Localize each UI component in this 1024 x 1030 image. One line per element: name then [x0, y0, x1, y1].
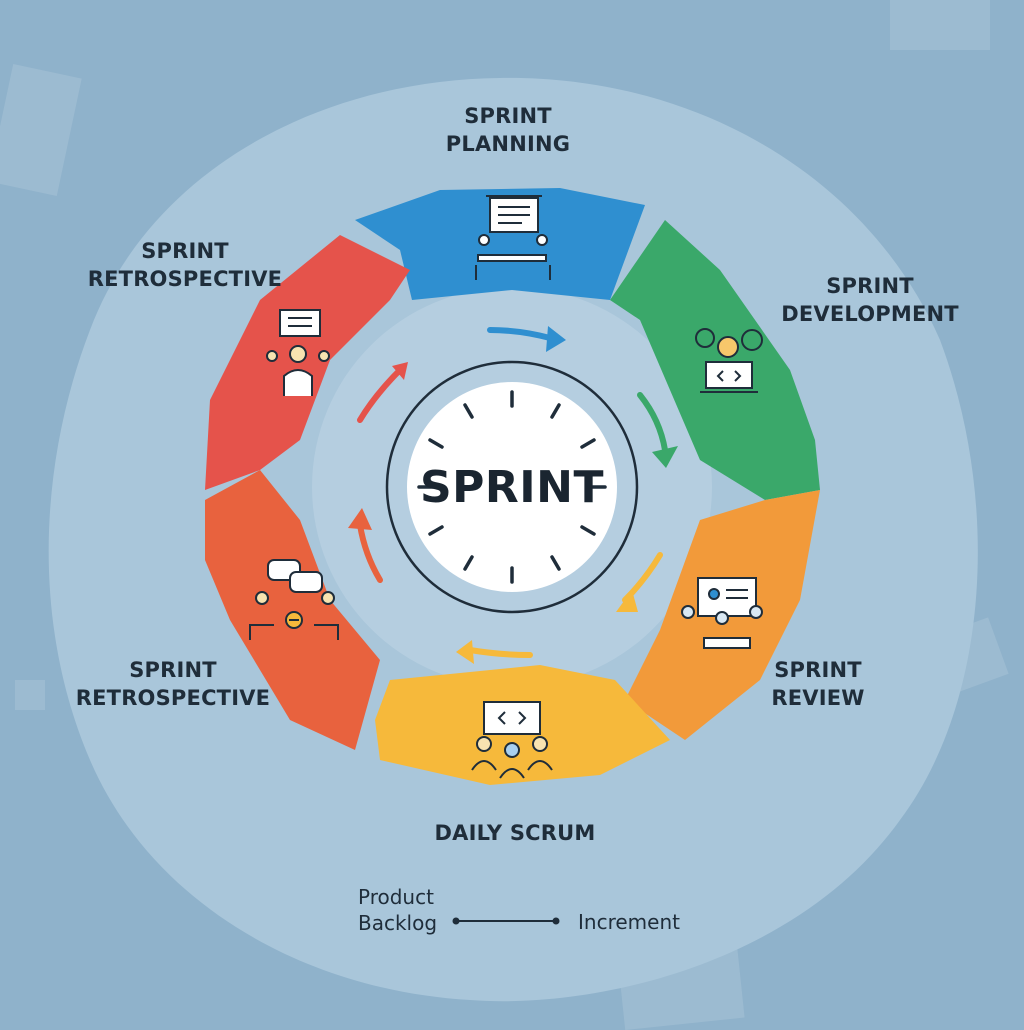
segment-retro-bottom: [205, 470, 380, 750]
legend-increment: Increment: [578, 910, 680, 934]
team-coding-icon: [471, 701, 553, 779]
stage-label-review: SPRINT REVIEW: [771, 658, 865, 710]
stage-label-retrospective-bottom: SPRINT RETROSPECTIVE: [75, 658, 271, 710]
segment-planning: [355, 188, 645, 300]
legend-connector: [452, 917, 560, 925]
developer-laptop-icon: [695, 328, 763, 393]
clock-face: [407, 382, 617, 592]
flow-arrow-planning: [487, 327, 553, 341]
retrospective-team-icon: [266, 309, 330, 396]
flow-arrow-daily: [467, 647, 533, 658]
stage-label-development: SPRINT DEVELOPMENT: [781, 274, 959, 326]
flow-arrow-development: [637, 392, 668, 453]
presentation-board-icon: [475, 195, 551, 280]
clock-ticks: [417, 390, 607, 584]
center-label: SPRINT: [419, 462, 605, 513]
segment-retro-top: [205, 235, 410, 490]
discussion-icon: [249, 559, 339, 640]
legend-product-backlog: Product Backlog: [358, 885, 438, 935]
arrowhead: [616, 590, 638, 612]
arrowhead: [652, 446, 678, 468]
clock-outer-ring: [385, 360, 639, 614]
flow-arrow-retro-top: [357, 367, 403, 423]
arrowhead: [348, 508, 372, 530]
arrowhead: [546, 326, 566, 352]
segment-development: [610, 220, 820, 500]
stage-label-retrospective-top: SPRINT RETROSPECTIVE: [87, 239, 283, 291]
background-tile: [15, 680, 45, 710]
stage-label-daily-scrum: DAILY SCRUM: [434, 821, 596, 845]
review-meeting-icon: [681, 577, 763, 649]
background-tile: [890, 0, 990, 50]
flow-arrow-retro-bottom: [357, 522, 383, 583]
arrowhead: [456, 640, 474, 664]
stage-label-planning: SPRINT PLANNING: [445, 104, 571, 156]
arrowhead: [392, 362, 408, 380]
flow-arrowheads: [348, 326, 678, 664]
